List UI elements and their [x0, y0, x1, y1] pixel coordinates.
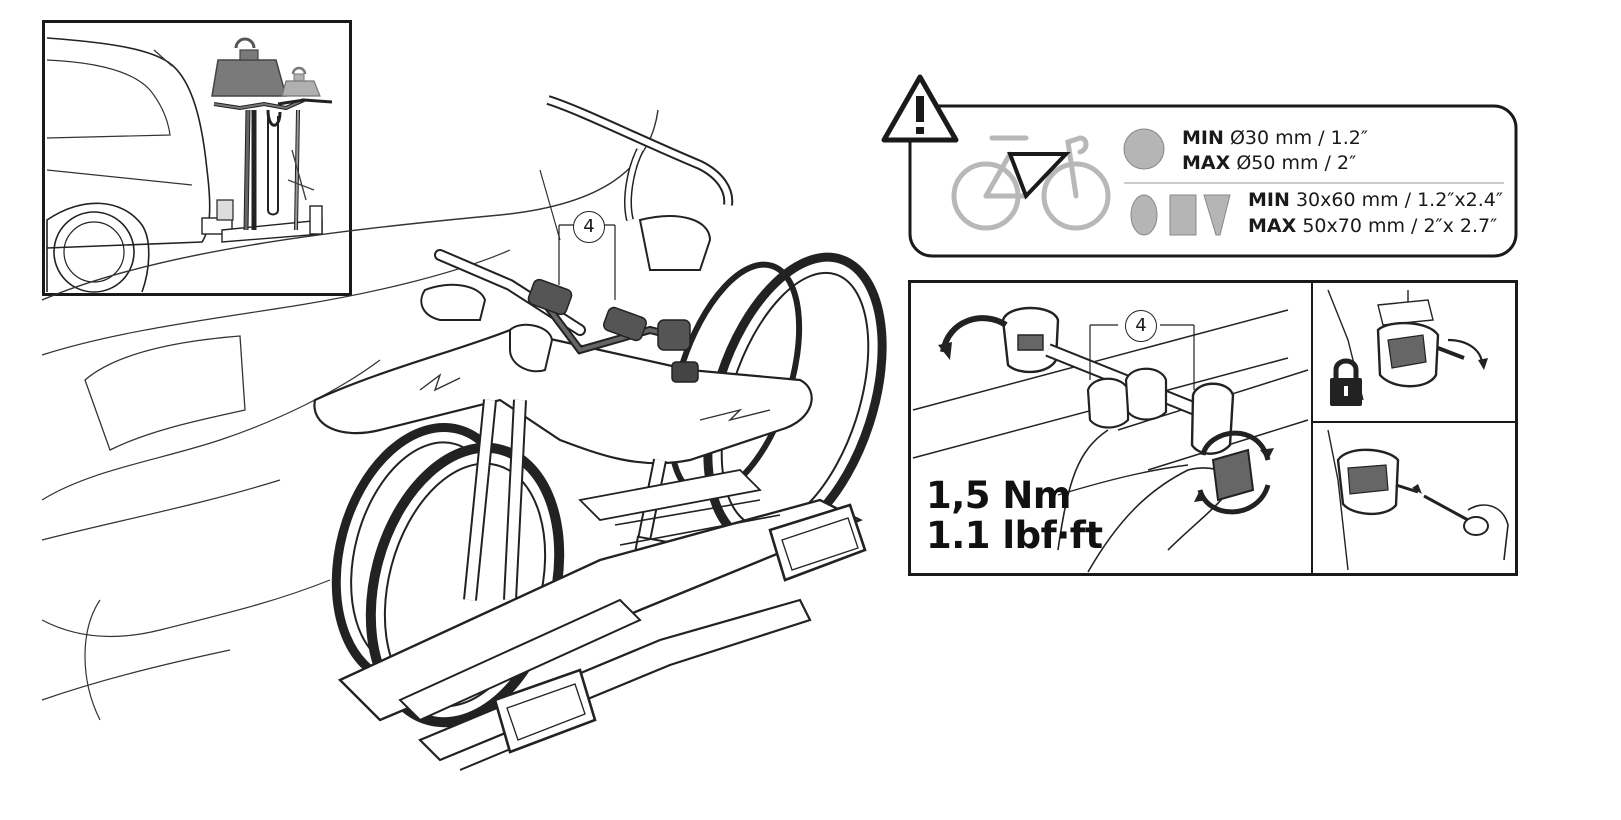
inset-weight-distribution-panel [42, 20, 352, 296]
frame-size-spec-panel: MIN Ø30 mm / 1.2″ MAX Ø50 mm / 2″ MIN 30… [880, 72, 1520, 262]
clamp-torque-detail-panel: 4 1,5 Nm 1.1 lbf·ft [908, 280, 1518, 576]
warning-triangle-icon [880, 72, 960, 144]
profile-tube-min-spec: MIN 30x60 mm / 1.2″x2.4″ [1248, 189, 1503, 211]
torque-value-imperial: 1.1 lbf·ft [926, 514, 1103, 557]
round-tube-min-spec: MIN Ø30 mm / 1.2″ [1182, 127, 1368, 149]
bike-rack-main-illustration: 4 [40, 0, 900, 820]
bike-frame-icon [951, 135, 1111, 231]
weight-icon [281, 66, 321, 97]
round-tube-max-spec: MAX Ø50 mm / 2″ [1182, 152, 1357, 174]
profile-tube-max-spec: MAX 50x70 mm / 2″x 2.7″ [1248, 215, 1498, 237]
callout-number-main: 4 [573, 211, 605, 243]
padlock-icon [1330, 358, 1362, 406]
callout-number-clamp: 4 [1125, 310, 1157, 342]
torque-value-metric: 1,5 Nm [926, 474, 1071, 517]
